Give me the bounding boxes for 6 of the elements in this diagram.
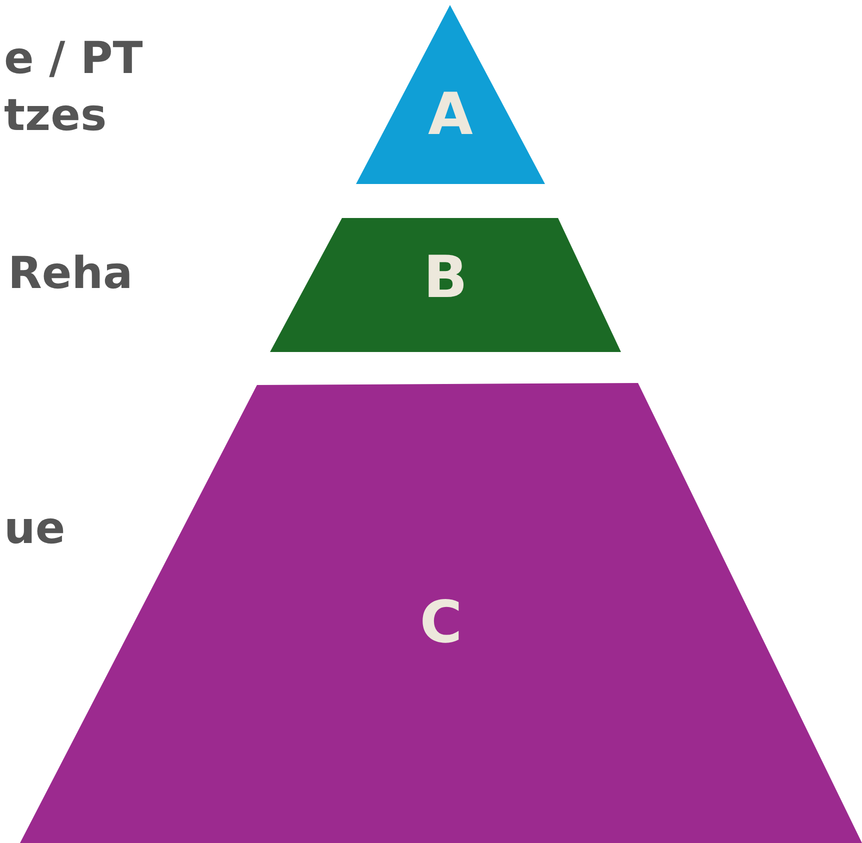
tier-letter: B: [422, 248, 469, 306]
tier-letter: A: [427, 85, 474, 143]
tier-letter: C: [418, 593, 464, 651]
tier-caption: ue: [4, 502, 66, 556]
tier-caption: Reha: [8, 247, 133, 301]
tier-caption: e / PT tzes: [4, 32, 144, 144]
